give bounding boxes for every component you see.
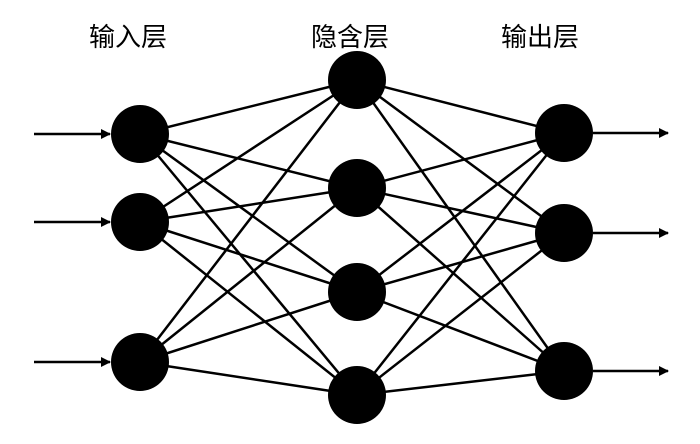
output-node-0 — [535, 104, 593, 162]
hidden-layer-title: 隐含层 — [311, 23, 389, 53]
edge-l1n2-l2n2 — [356, 290, 565, 373]
edge-l1n1-l2n0 — [356, 131, 565, 190]
edge-l1n1-l2n2 — [356, 187, 565, 372]
input-layer-title: 输入层 — [89, 23, 167, 53]
output-layer-title: 输出层 — [501, 23, 579, 53]
edge-l1n1-l2n1 — [356, 186, 565, 235]
edge-l0n2-l1n1 — [139, 187, 358, 363]
hidden-node-1 — [328, 159, 386, 217]
input-node-2 — [111, 333, 169, 391]
edge-l0n1-l1n3 — [139, 221, 358, 396]
hidden-node-3 — [328, 366, 386, 424]
edge-l1n0-l2n2 — [355, 79, 566, 372]
edge-l1n2-l2n0 — [356, 132, 565, 293]
edge-l0n2-l1n2 — [139, 290, 358, 364]
edge-l0n0-l1n2 — [139, 132, 358, 294]
edge-l0n2-l1n0 — [139, 79, 358, 363]
input-node-0 — [111, 105, 169, 163]
edge-l0n2-l1n3 — [139, 360, 358, 397]
output-node-1 — [535, 204, 593, 262]
edge-l0n1-l1n1 — [139, 186, 358, 224]
io-arrows — [34, 128, 669, 376]
output-node-2 — [535, 342, 593, 400]
edge-l0n0-l1n3 — [139, 133, 358, 396]
edge-l0n0-l1n0 — [139, 78, 358, 136]
edge-l1n0-l2n0 — [356, 78, 565, 135]
edge-l1n0-l2n1 — [356, 78, 565, 235]
input-node-1 — [111, 193, 169, 251]
hidden-node-0 — [328, 51, 386, 109]
edge-l0n0-l1n1 — [139, 132, 358, 190]
hidden-node-2 — [328, 263, 386, 321]
neurons — [111, 51, 593, 424]
edge-l1n3-l2n1 — [356, 232, 565, 396]
edge-l1n3-l2n0 — [356, 132, 565, 396]
edge-l0n1-l1n0 — [139, 78, 358, 224]
edge-l0n1-l1n2 — [139, 220, 358, 294]
edge-l1n3-l2n2 — [356, 369, 565, 397]
connections — [139, 78, 566, 397]
